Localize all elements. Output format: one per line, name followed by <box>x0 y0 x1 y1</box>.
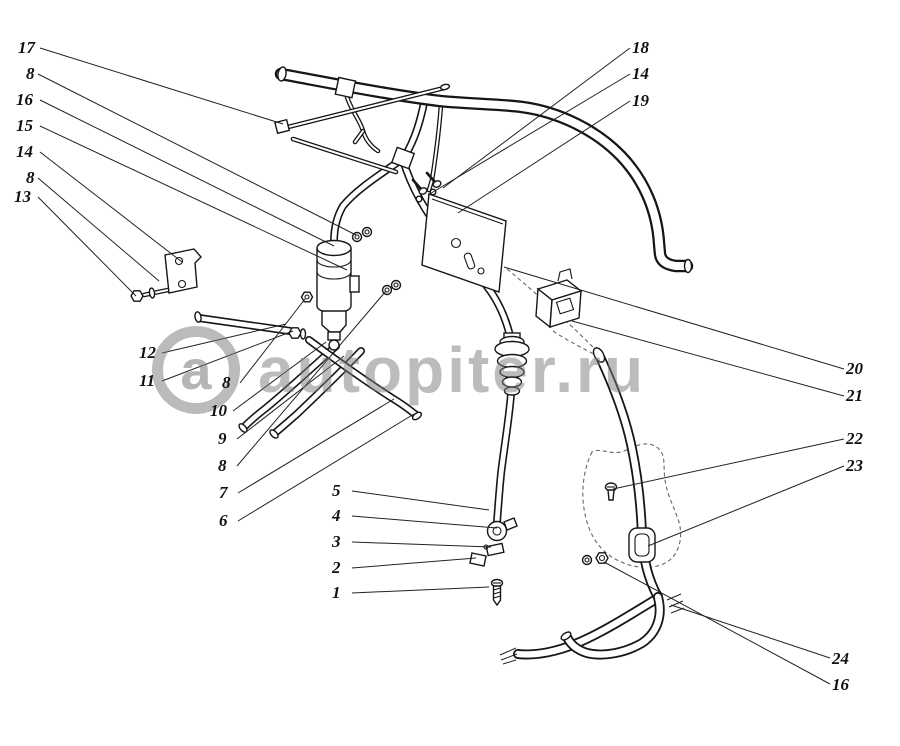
mounting-plate <box>421 193 507 293</box>
callout-7: 7 <box>219 483 228 502</box>
callout-18: 18 <box>632 38 649 57</box>
callout-5: 5 <box>332 481 341 500</box>
callout-8c: 8 <box>222 373 231 392</box>
callout-16a: 16 <box>16 90 33 109</box>
bolt <box>432 180 442 188</box>
callout-23: 23 <box>846 456 863 475</box>
frayed-hose-end <box>499 593 685 665</box>
callout-3: 3 <box>332 532 341 551</box>
callout-15: 15 <box>16 116 33 135</box>
solenoid-valve-body <box>316 247 352 314</box>
callout-4: 4 <box>332 506 341 525</box>
callout-8b: 8 <box>26 168 35 187</box>
callout-19: 19 <box>632 91 649 110</box>
callout-16b: 16 <box>832 675 849 694</box>
callout-9: 9 <box>218 429 227 448</box>
tee-fitting <box>390 146 416 170</box>
callout-8d: 8 <box>218 456 227 475</box>
callout-2: 2 <box>332 558 341 577</box>
callout-24: 24 <box>832 649 849 668</box>
fitting-bolt <box>288 327 302 339</box>
callout-20: 20 <box>846 359 863 378</box>
hose-clamp <box>334 76 357 99</box>
washer <box>361 226 373 238</box>
callout-1: 1 <box>332 583 341 602</box>
banjo-fitting <box>486 520 508 542</box>
callout-10: 10 <box>210 401 227 420</box>
tube-end-cap <box>683 258 693 274</box>
tube-end-cap <box>277 66 287 82</box>
washer <box>581 554 593 566</box>
valve-connector <box>321 310 347 333</box>
callout-22: 22 <box>846 429 863 448</box>
tube-assembly <box>141 67 694 660</box>
small-bracket <box>469 552 487 567</box>
callout-11: 11 <box>139 371 156 390</box>
bracket <box>164 248 202 294</box>
callout-14b: 14 <box>632 64 649 83</box>
callout-14a: 14 <box>16 142 33 161</box>
leader-lines <box>37 47 845 685</box>
clamp <box>485 542 505 557</box>
nut <box>595 552 609 564</box>
washer <box>390 279 402 291</box>
callout-12: 12 <box>139 343 156 362</box>
callout-21: 21 <box>846 386 863 405</box>
valve-cap <box>316 239 352 257</box>
dashed-assembly-lines <box>506 268 682 568</box>
callout-13: 13 <box>14 187 31 206</box>
valve-tab <box>349 275 360 293</box>
bolt <box>418 187 428 195</box>
callout-17: 17 <box>18 38 35 57</box>
bolt-head <box>300 291 314 303</box>
callout-6: 6 <box>219 511 228 530</box>
callout-8a: 8 <box>26 64 35 83</box>
